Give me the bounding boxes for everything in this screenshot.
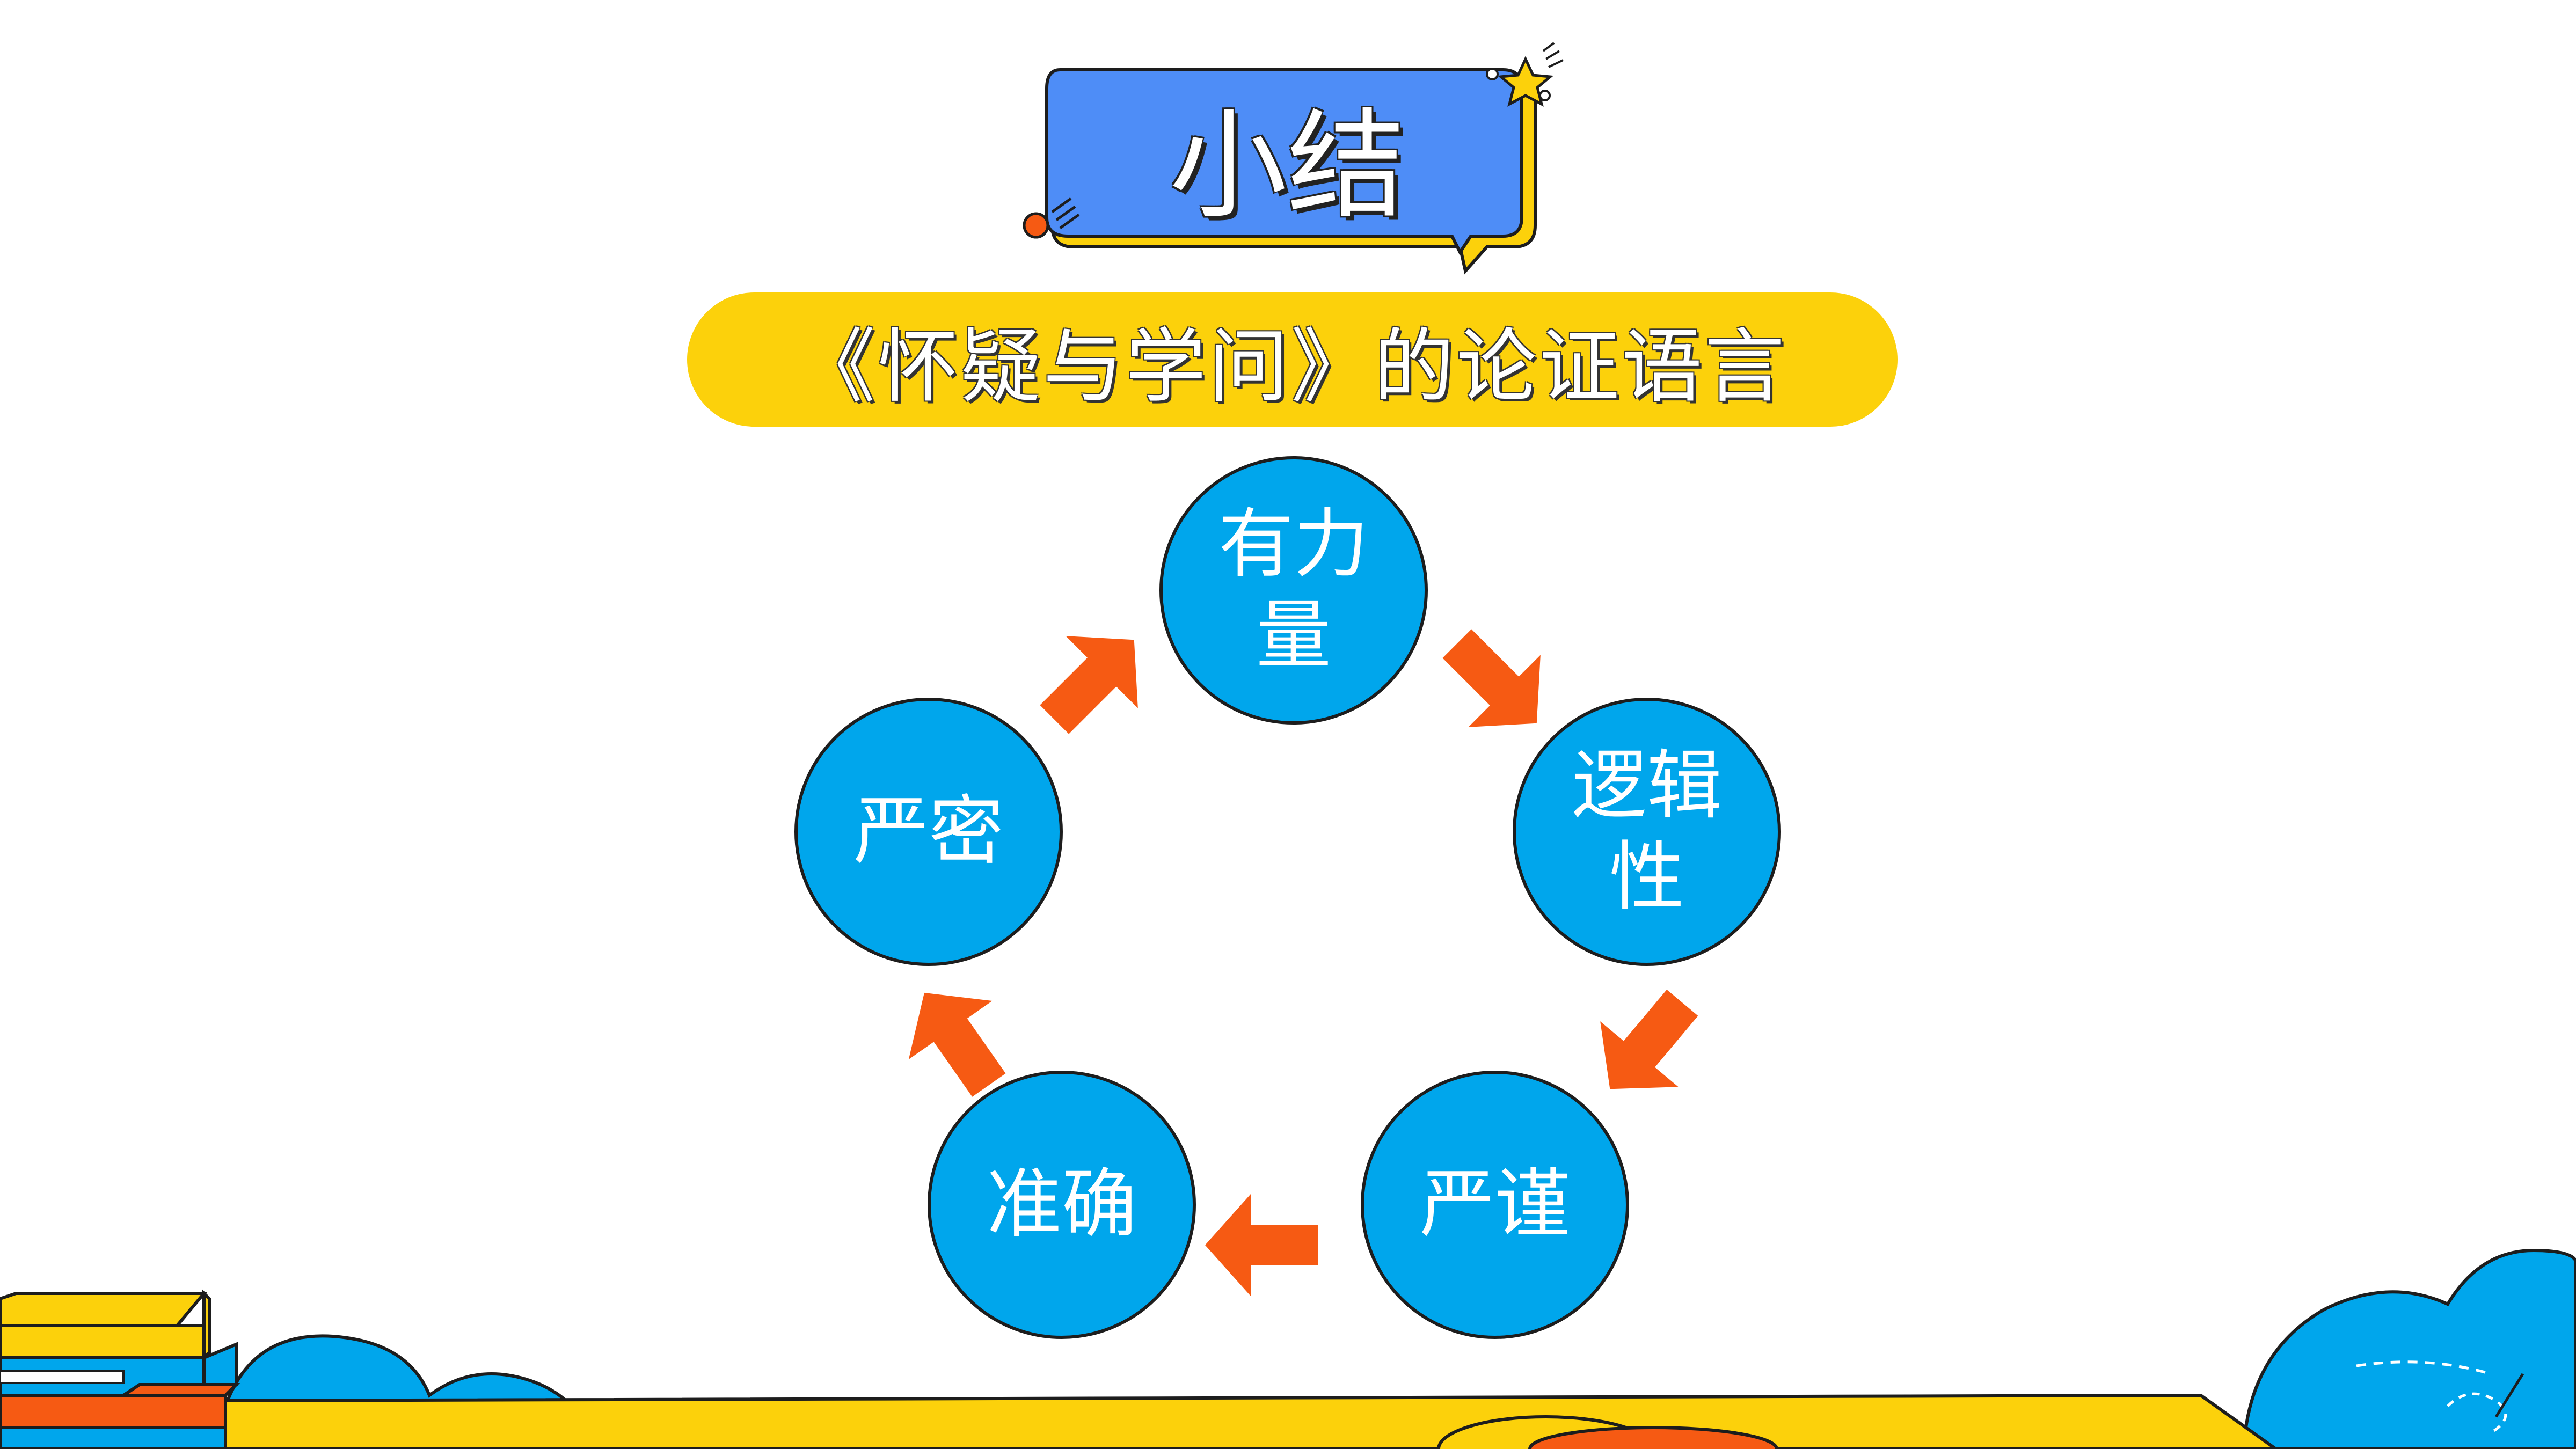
arrow-icon — [1571, 970, 1722, 1122]
star-icon — [1497, 56, 1554, 107]
cycle-node-label: 严谨 — [1419, 1161, 1570, 1248]
arrow-icon — [1018, 604, 1170, 756]
cycle-node-yanmi: 严密 — [794, 698, 1063, 966]
cycle-node-zhunque: 准确 — [928, 1071, 1196, 1339]
cloud-right-icon — [2242, 1248, 2576, 1449]
cycle-node-label: 逻辑性 — [1571, 742, 1722, 921]
cycle-node-youliliang: 有力量 — [1159, 456, 1428, 724]
orange-dot-icon — [1023, 212, 1049, 239]
subtitle: 《怀疑与学问》的论证语言 — [794, 320, 1787, 414]
cycle-node-yanjin: 严谨 — [1361, 1071, 1629, 1339]
cycle-node-label: 有力量 — [1218, 501, 1369, 679]
arrow-icon — [1205, 1194, 1318, 1296]
cycle-node-label: 准确 — [986, 1161, 1137, 1248]
book-stack-icon — [0, 1289, 240, 1449]
arrow-icon — [1421, 608, 1573, 759]
cycle-node-label: 严密 — [853, 788, 1004, 875]
page-title: 小结 — [1169, 97, 1405, 235]
cycle-node-luojixing: 逻辑性 — [1513, 698, 1781, 966]
